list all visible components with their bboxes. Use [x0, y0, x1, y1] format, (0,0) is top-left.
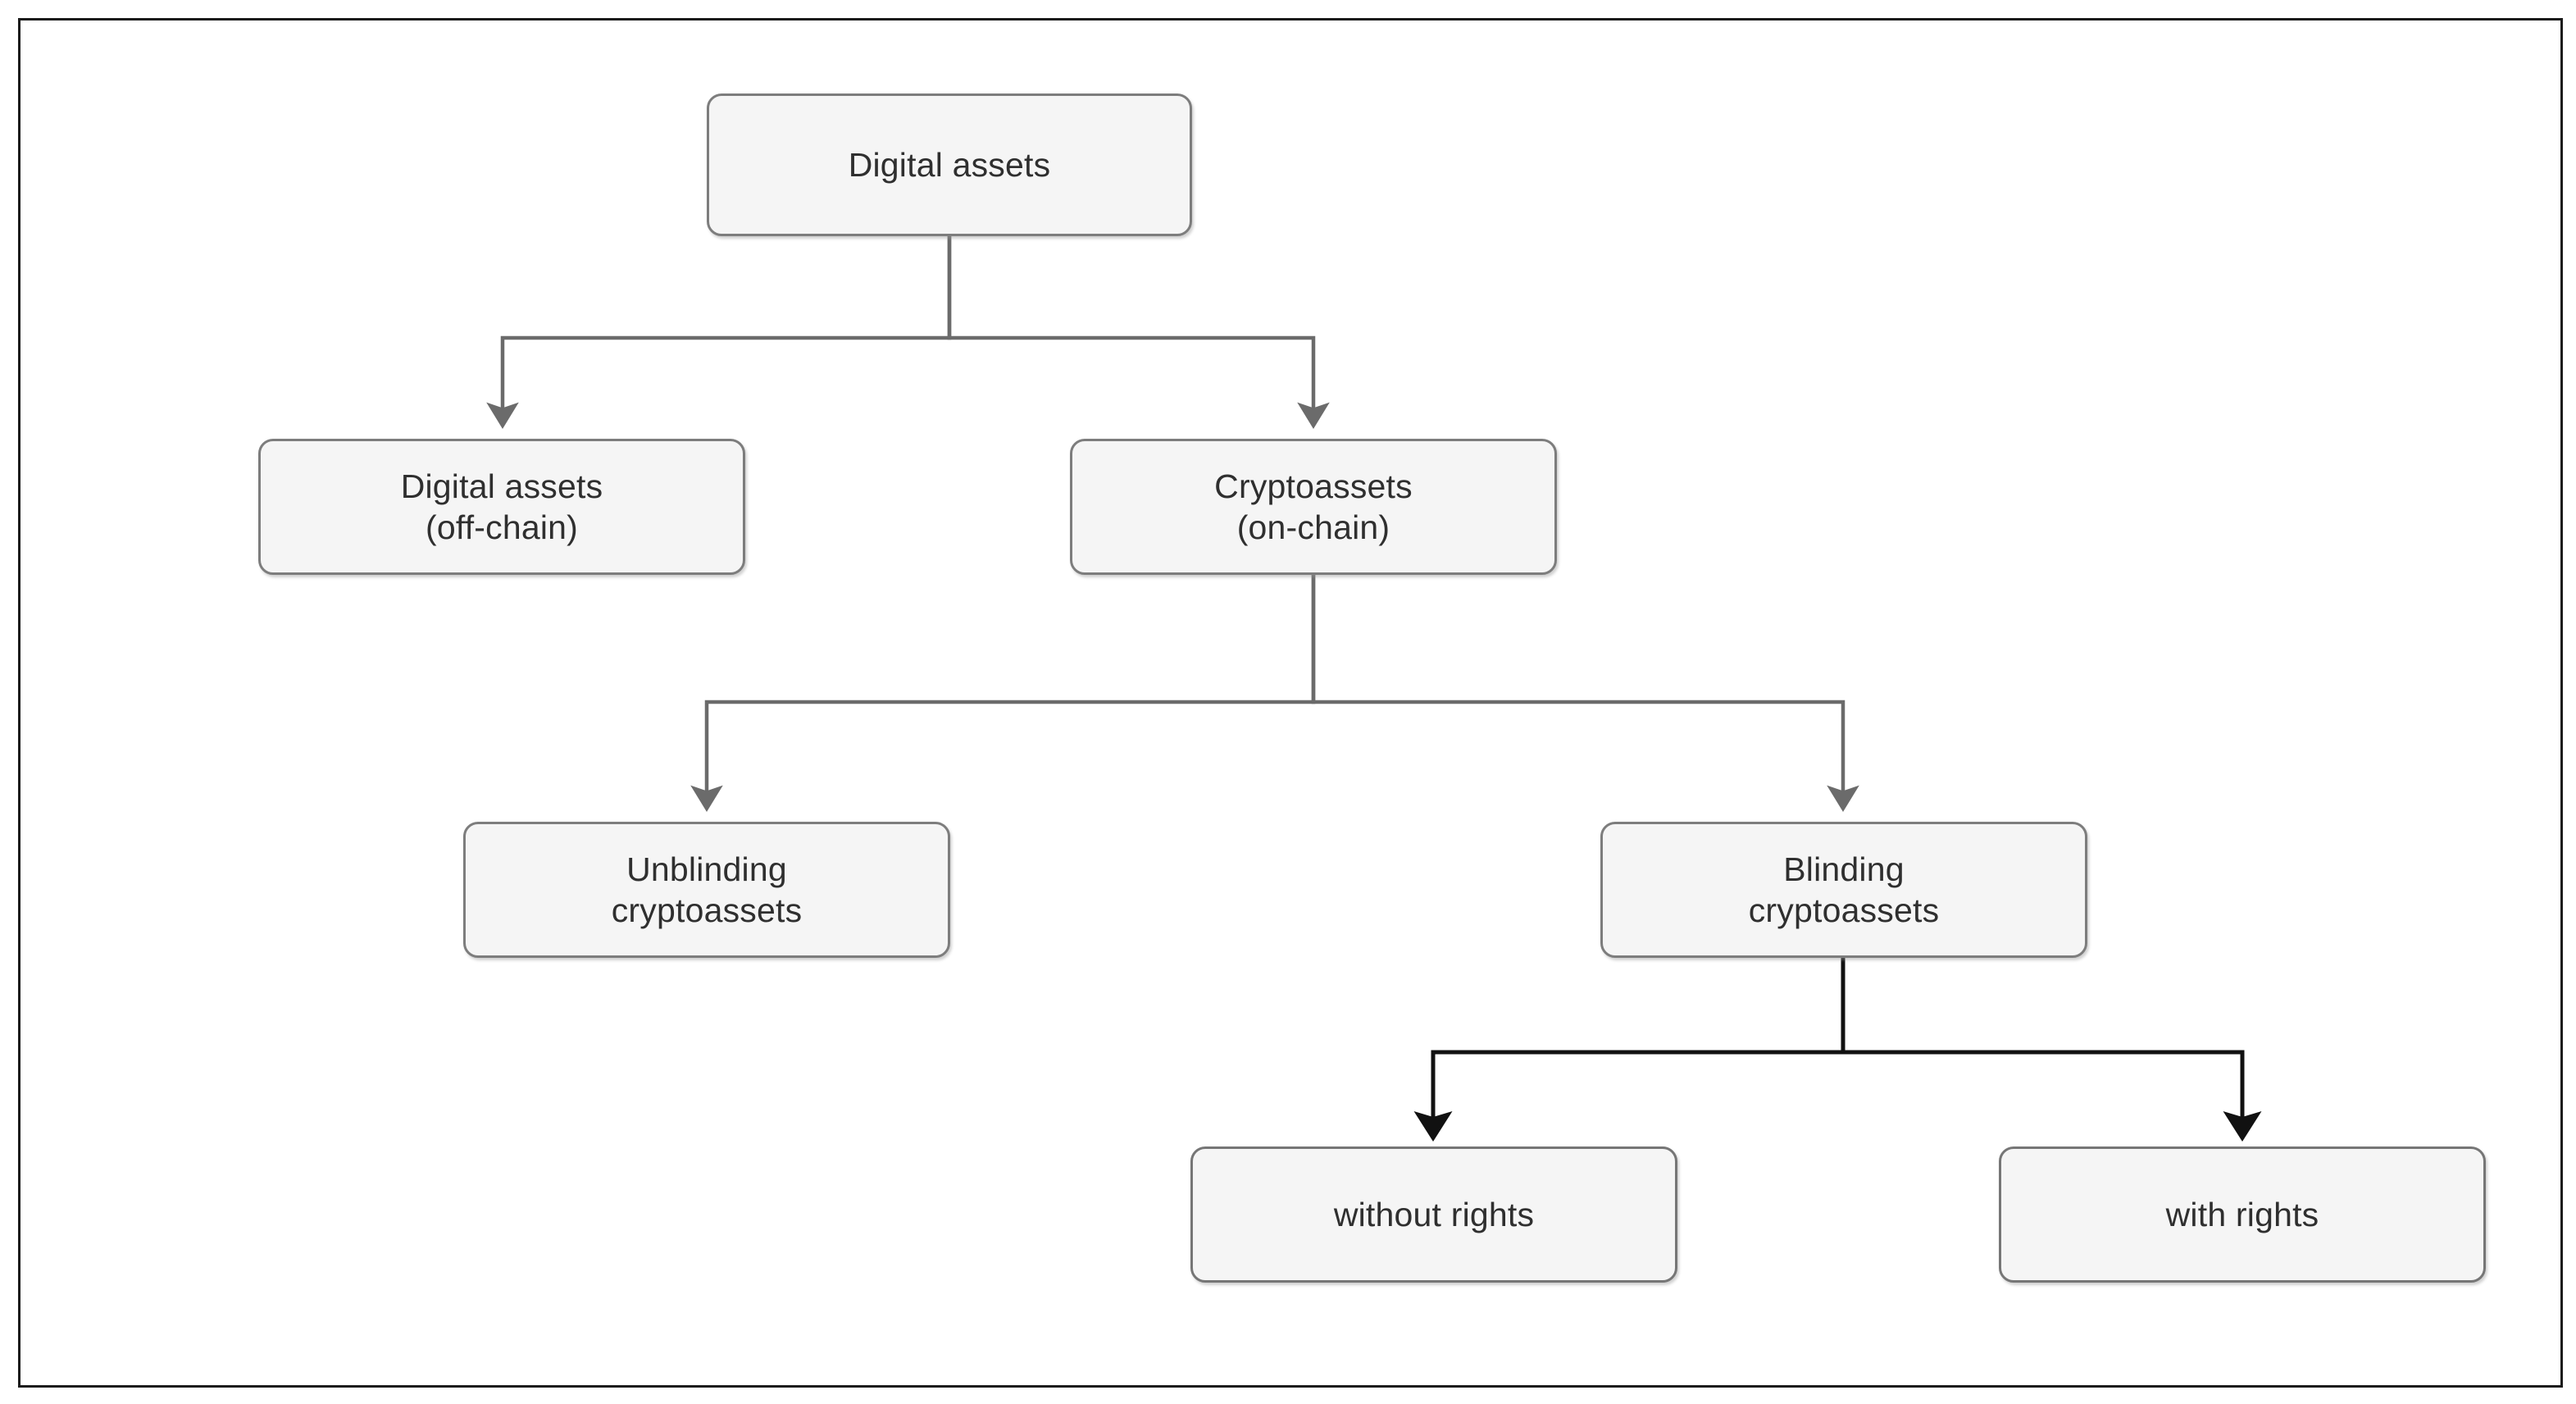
node-without-rights[interactable]: without rights	[1190, 1146, 1677, 1283]
node-label: Blinding cryptoassets	[1748, 850, 1940, 929]
node-label: with rights	[2165, 1195, 2319, 1233]
node-label: Unblinding cryptoassets	[611, 850, 803, 929]
node-blinding-cryptoassets[interactable]: Blinding cryptoassets	[1600, 822, 2087, 958]
edge-digital-assets-to-off-chain	[486, 236, 952, 429]
node-unblinding-cryptoassets[interactable]: Unblinding cryptoassets	[463, 822, 950, 958]
node-label: Cryptoassets (on-chain)	[1214, 467, 1413, 546]
edge-blinding-to-with-rights	[1841, 958, 2262, 1142]
node-with-rights[interactable]: with rights	[1999, 1146, 2486, 1283]
edge-digital-assets-to-cryptoassets	[947, 236, 1330, 429]
node-digital-assets-off-chain[interactable]: Digital assets (off-chain)	[258, 439, 745, 575]
node-digital-assets[interactable]: Digital assets	[707, 93, 1192, 236]
node-label: Digital assets (off-chain)	[400, 467, 603, 546]
edge-cryptoassets-to-blinding	[1311, 575, 1859, 812]
node-label: Digital assets	[848, 145, 1051, 184]
node-cryptoassets-on-chain[interactable]: Cryptoassets (on-chain)	[1070, 439, 1557, 575]
edge-blinding-to-without-rights	[1413, 958, 1846, 1142]
edge-cryptoassets-to-unblinding	[690, 575, 1316, 812]
node-label: without rights	[1333, 1195, 1535, 1233]
